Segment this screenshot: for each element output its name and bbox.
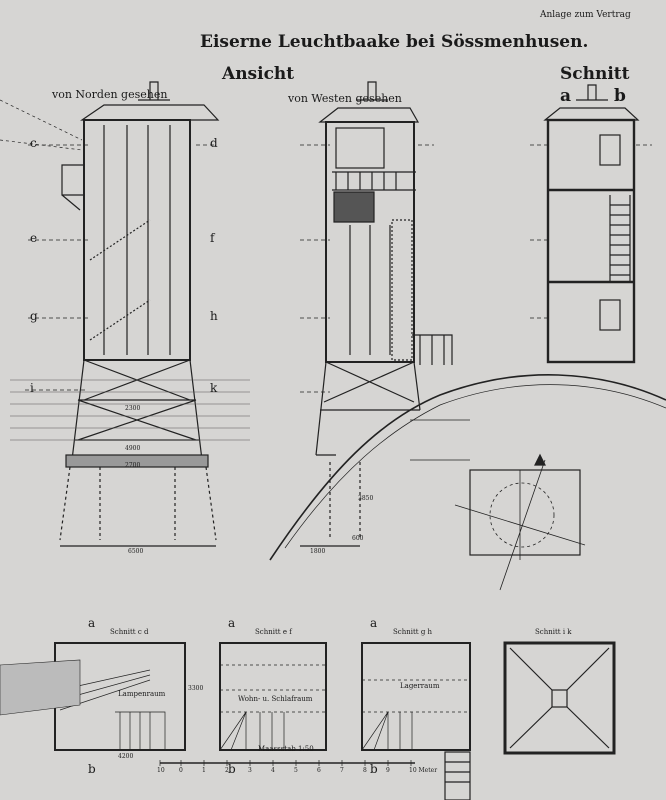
- scale-tick: 3: [248, 767, 252, 774]
- marker-h: h: [210, 309, 218, 323]
- plan-cd-a: a: [88, 616, 96, 630]
- scale-tick: 4: [271, 767, 275, 774]
- scale-tick: 2: [225, 767, 229, 774]
- dim-2700: 2700: [125, 462, 141, 469]
- plan-cd: [0, 642, 186, 751]
- plan-ef-title: Schnitt e f: [255, 628, 292, 636]
- dim-3300: 3300: [188, 685, 204, 692]
- plan-gh: [361, 642, 471, 800]
- plan-gh-title: Schnitt g h: [393, 628, 433, 636]
- plan-gh-b: b: [370, 762, 378, 776]
- scale-tick: 6: [317, 767, 321, 774]
- plan-ik: [503, 641, 616, 755]
- marker-g: g: [30, 309, 38, 323]
- section-heading: Schnitt: [560, 64, 630, 84]
- dim-2300: 2300: [125, 405, 141, 412]
- plan-ef-b: b: [228, 762, 236, 776]
- dim-6500: 6500: [128, 548, 144, 555]
- scale-tick: 10 Meter: [409, 767, 438, 774]
- annex-note: Anlage zum Vertrag: [540, 10, 631, 20]
- plan-cd-room: Lampenraum: [118, 690, 166, 698]
- plan-ef: [219, 642, 327, 751]
- drawing-title: Eiserne Leuchtbaake bei Sössmenhusen.: [200, 32, 589, 52]
- scale-tick: 7: [340, 767, 344, 774]
- marker-i: i: [30, 381, 34, 395]
- compass-diagram: [454, 453, 586, 591]
- dim-4200: 4200: [118, 753, 134, 760]
- scale-tick: 10: [157, 767, 165, 774]
- plan-gh-a: a: [370, 616, 378, 630]
- tower-section: [543, 84, 640, 364]
- scale-tick: 1: [202, 767, 206, 774]
- scale-label: Maassstab 1:50: [258, 745, 314, 753]
- tower-west-elevation: [269, 81, 666, 561]
- marker-k: k: [210, 381, 218, 395]
- plan-gh-room: Lagerraum: [400, 682, 440, 690]
- plan-ik-title: Schnitt i k: [535, 628, 572, 636]
- section-a: a: [560, 86, 572, 106]
- dim-3850: 3850: [358, 495, 374, 502]
- marker-f: f: [210, 231, 215, 245]
- tower-north-elevation: [0, 81, 250, 547]
- marker-c: c: [30, 136, 37, 150]
- dim-1800: 1800: [310, 548, 326, 555]
- plan-cd-title: Schnitt c d: [110, 628, 149, 636]
- plan-ef-a: a: [228, 616, 236, 630]
- view-north-label: von Norden gesehen: [52, 88, 168, 101]
- scale-tick: 0: [179, 767, 183, 774]
- view-heading: Ansicht: [222, 64, 295, 84]
- scale-tick: 5: [294, 767, 298, 774]
- plan-cd-b: b: [88, 762, 96, 776]
- dim-4900: 4900: [125, 445, 141, 452]
- view-west-label: von Westen gesehen: [288, 92, 402, 105]
- scale-tick: 8: [363, 767, 367, 774]
- plan-ef-room: Wohn- u. Schlafraum: [238, 695, 313, 703]
- marker-e: e: [30, 231, 38, 245]
- section-b: b: [614, 86, 626, 106]
- marker-d: d: [210, 136, 218, 150]
- scale-tick: 9: [386, 767, 390, 774]
- dim-600: 600: [352, 535, 364, 542]
- scale-bar: [159, 760, 415, 766]
